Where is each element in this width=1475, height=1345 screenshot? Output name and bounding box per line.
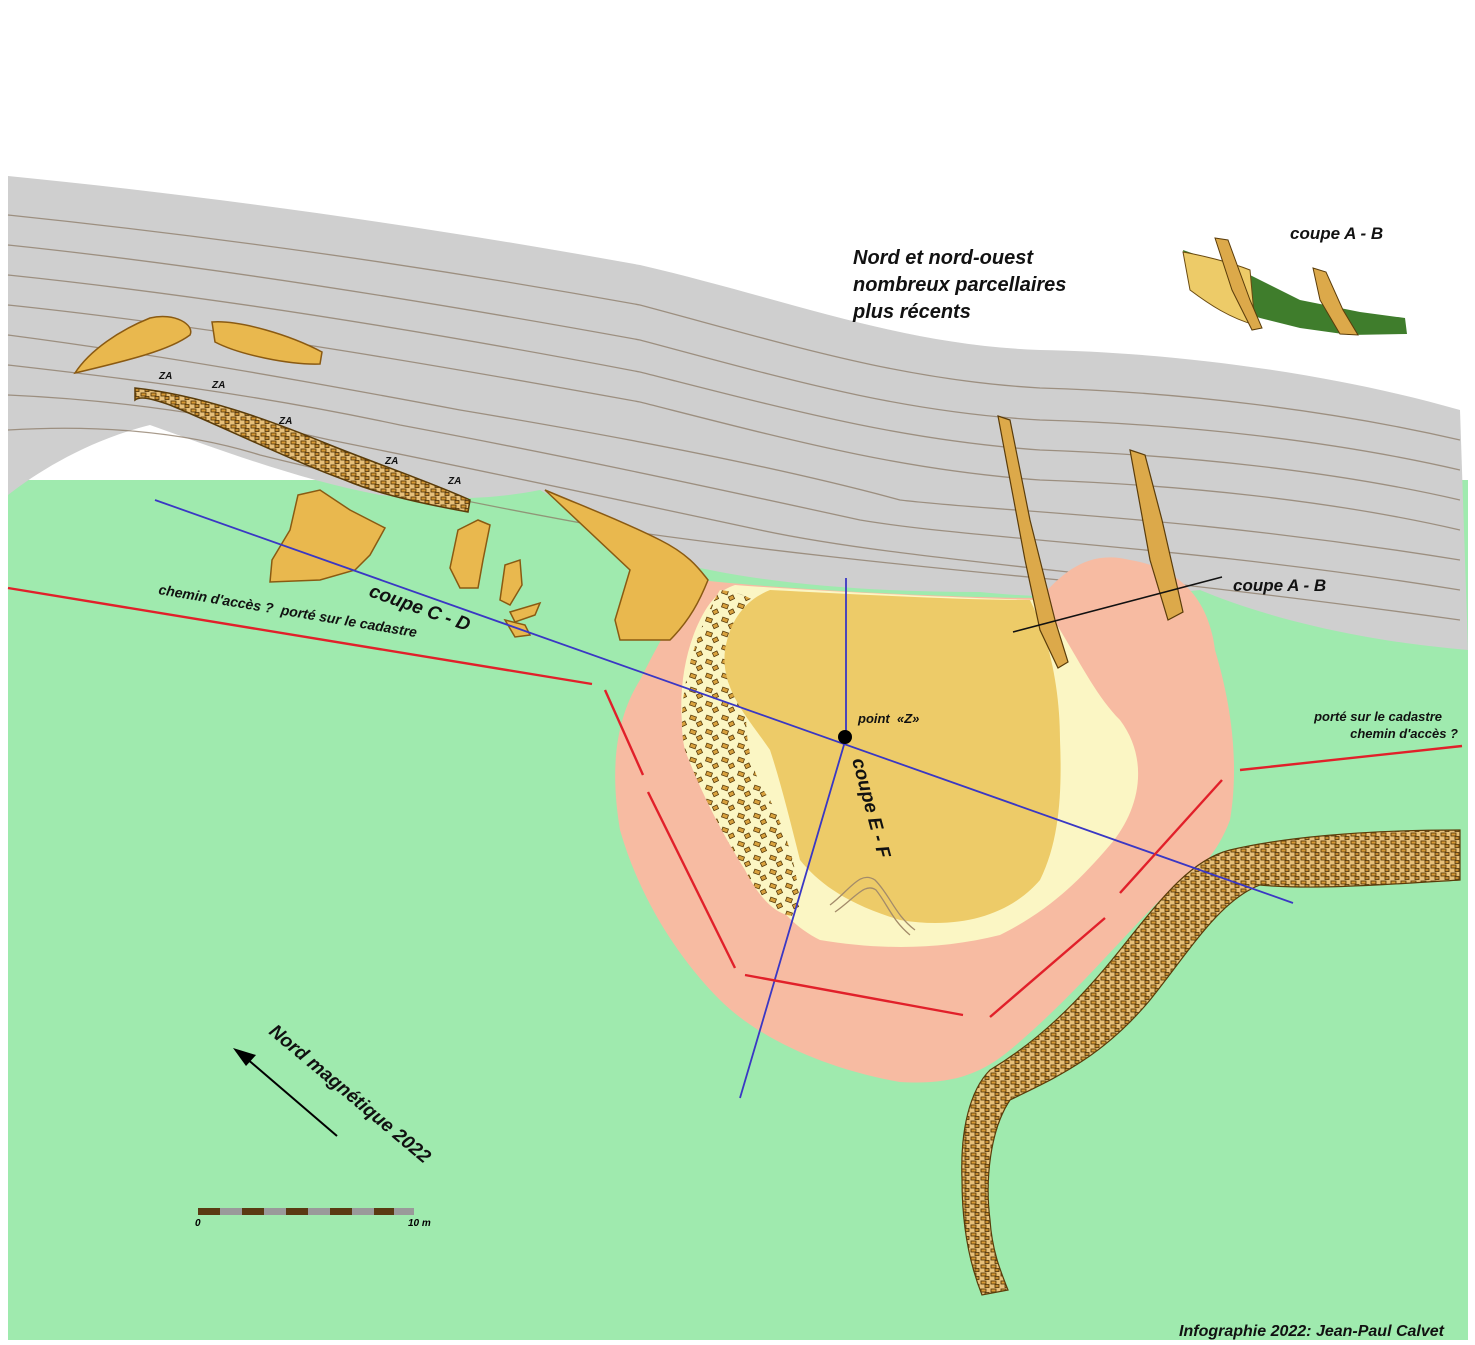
- north-arrow-icon: [233, 1048, 338, 1137]
- stone-rubble: [681, 590, 800, 916]
- za-label: ZA: [158, 371, 172, 382]
- north-note-line-3: plus récents: [852, 301, 971, 323]
- point-z-label: point «Z»: [857, 711, 919, 726]
- section-ab-label: coupe A - B: [1233, 576, 1326, 595]
- point-z-marker: [838, 730, 852, 744]
- za-labels: ZA ZA ZA ZA ZA: [158, 371, 461, 487]
- path-right-label-2: chemin d'accès ?: [1350, 726, 1458, 741]
- north-note-line-2: nombreux parcellaires: [853, 274, 1066, 296]
- scale-end-label: 10 m: [408, 1218, 431, 1229]
- za-label: ZA: [447, 476, 461, 487]
- north-note-line-1: Nord et nord-ouest: [853, 247, 1034, 269]
- path-right-label-1: porté sur le cadastre: [1313, 709, 1442, 724]
- inset-section-ab: [1182, 237, 1407, 336]
- section-line-ab: [1012, 576, 1223, 633]
- za-label: ZA: [278, 416, 292, 427]
- rock-plateau: [724, 590, 1061, 924]
- inset-title: coupe A - B: [1290, 224, 1383, 243]
- za-label: ZA: [384, 456, 398, 467]
- section-line-ef: [739, 737, 847, 1099]
- rock-fissure: [829, 876, 916, 936]
- section-line-cd: [154, 499, 1294, 904]
- scale-bar: [198, 1208, 414, 1215]
- za-label: ZA: [211, 380, 225, 391]
- dry-stone-wall: [961, 829, 1461, 1296]
- standing-stones: [997, 415, 1184, 669]
- cadastre-path-lines: [7, 586, 1463, 1018]
- credit: Infographie 2022: Jean-Paul Calvet: [1179, 1323, 1445, 1340]
- rock-outcrops: [73, 315, 709, 641]
- za-wall: [134, 387, 471, 513]
- scale-start-label: 0: [195, 1218, 201, 1229]
